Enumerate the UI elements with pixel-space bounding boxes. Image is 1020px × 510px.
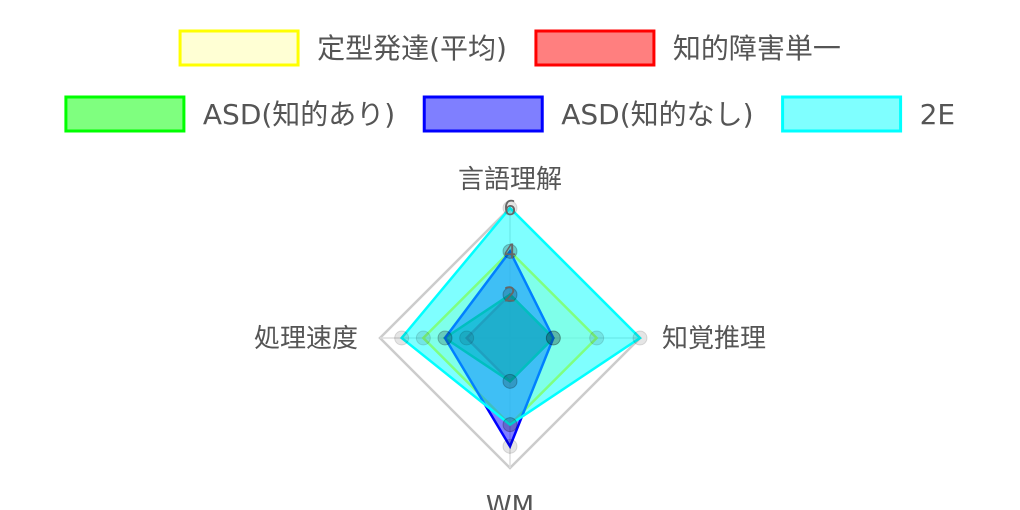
- series-1-point-2[interactable]: [502, 373, 518, 389]
- series-2-point-3[interactable]: [437, 330, 453, 346]
- tick-layer: 2 4 6: [504, 196, 517, 307]
- series-1-point-0[interactable]: [502, 287, 518, 303]
- tick-label-0: 2: [504, 283, 517, 307]
- legend: 定型発達(平均) 知的障害単一 ASD(知的あり) ASD(知的なし) 2E: [64, 29, 956, 133]
- legend-swatch-2[interactable]: [64, 95, 186, 133]
- series-polygon-4[interactable]: [399, 206, 642, 427]
- series-2-point-0[interactable]: [502, 287, 518, 303]
- points-layer: [394, 200, 648, 454]
- series-4-point-3[interactable]: [394, 330, 410, 346]
- series-4-point-0[interactable]: [502, 200, 518, 216]
- series-3-point-0[interactable]: [502, 243, 518, 259]
- legend-label-0: 定型発達(平均): [317, 32, 507, 65]
- series-1-point-3[interactable]: [459, 330, 475, 346]
- legend-label-3: ASD(知的なし): [561, 98, 753, 131]
- legend-swatch-3[interactable]: [422, 95, 544, 133]
- series-2-point-1[interactable]: [545, 330, 561, 346]
- legend-swatch-4[interactable]: [781, 95, 903, 133]
- series-4-point-2[interactable]: [502, 417, 518, 433]
- axis-label-3: 処理速度: [254, 324, 358, 354]
- legend-swatch-0[interactable]: [178, 29, 300, 67]
- series-0-point-3[interactable]: [415, 330, 431, 346]
- legend-label-2: ASD(知的あり): [203, 98, 395, 131]
- axis-label-0: 言語理解: [458, 165, 562, 195]
- series-1-point-1[interactable]: [545, 330, 561, 346]
- series-2-point-2[interactable]: [502, 373, 518, 389]
- series-3-point-2[interactable]: [502, 438, 518, 454]
- tick-label-1: 4: [504, 239, 517, 263]
- axis-label-2: WM: [486, 491, 534, 510]
- series-0-point-2[interactable]: [502, 417, 518, 433]
- legend-label-4: 2E: [920, 98, 956, 131]
- series-0-point-1[interactable]: [589, 330, 605, 346]
- legend-label-1: 知的障害単一: [673, 32, 841, 65]
- series-layer: [399, 206, 642, 450]
- series-3-point-1[interactable]: [545, 330, 561, 346]
- axis-label-1: 知覚推理: [662, 324, 766, 354]
- legend-swatch-1[interactable]: [534, 29, 656, 67]
- series-0-point-0[interactable]: [502, 243, 518, 259]
- series-4-point-1[interactable]: [632, 330, 648, 346]
- series-3-point-3[interactable]: [437, 330, 453, 346]
- tick-label-2: 6: [504, 196, 517, 220]
